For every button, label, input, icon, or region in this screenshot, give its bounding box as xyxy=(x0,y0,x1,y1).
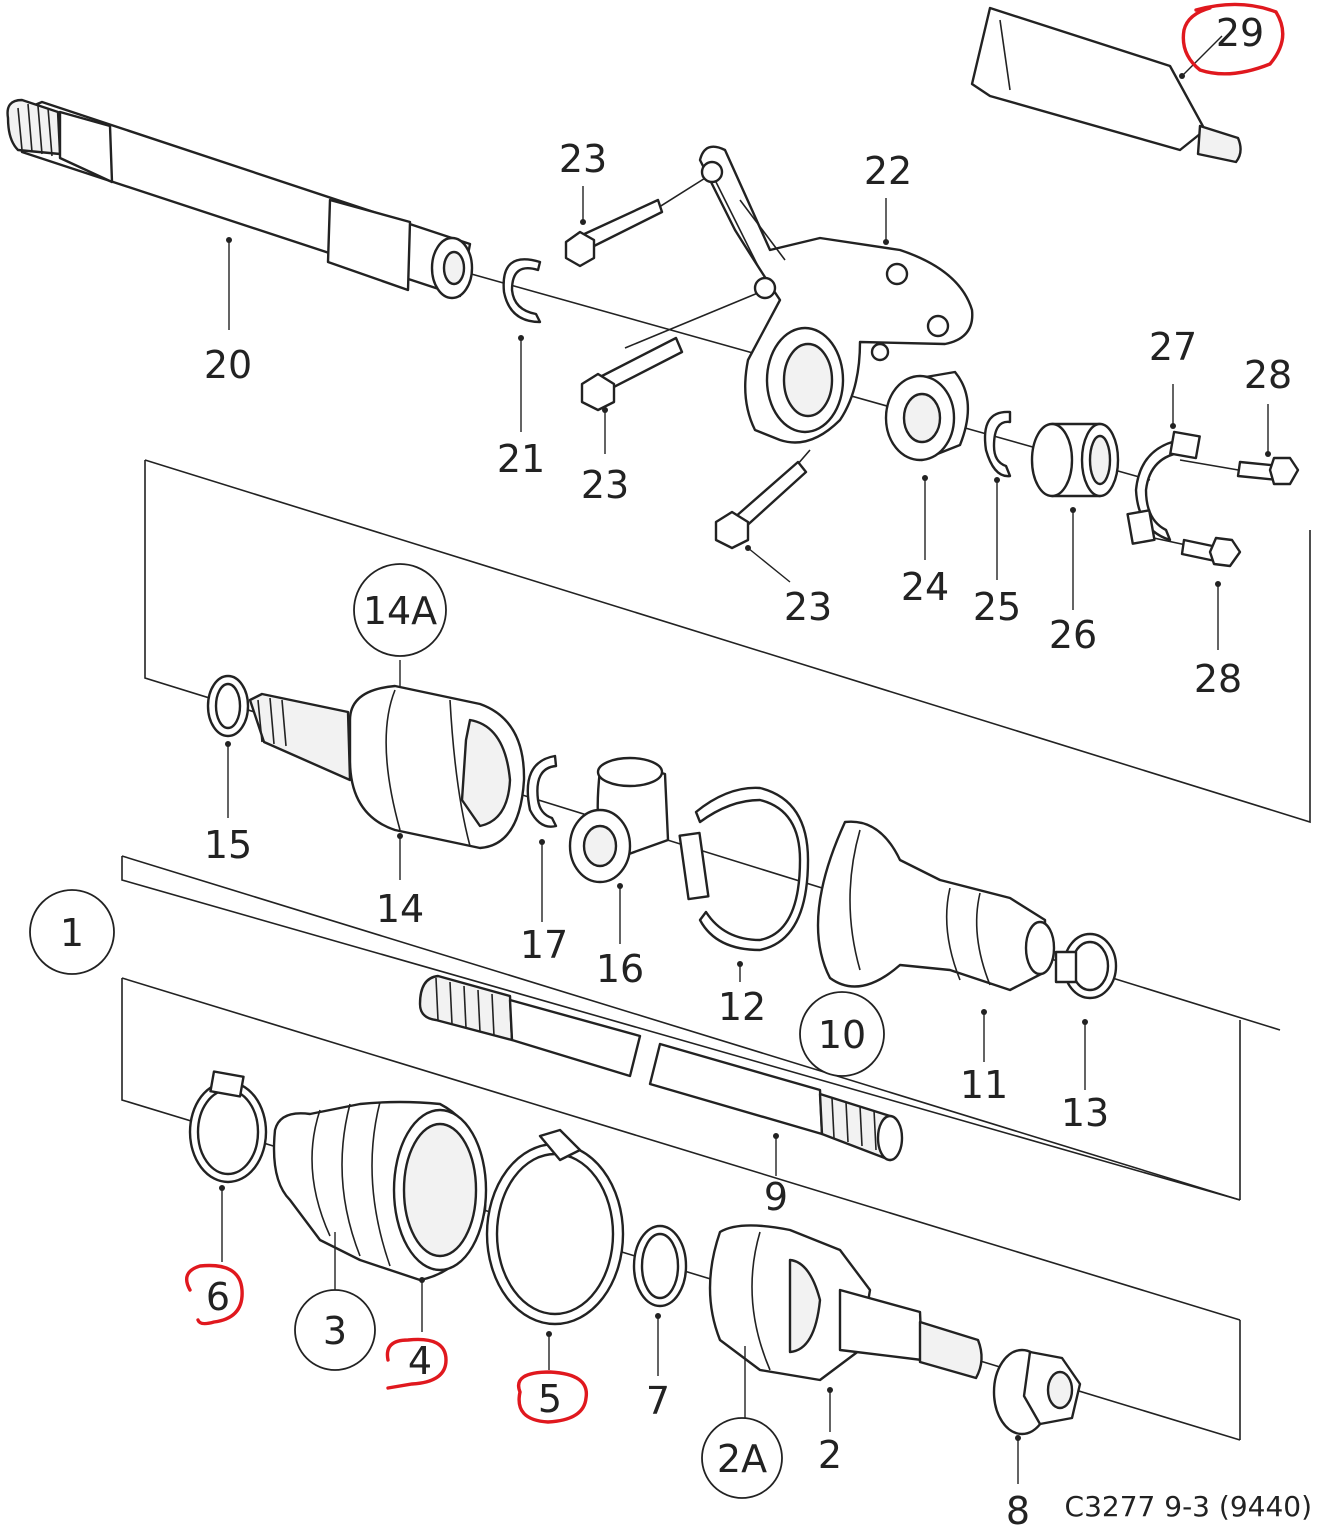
large-clamp-5 xyxy=(485,1128,625,1326)
callout-17: 17 xyxy=(520,923,568,967)
callout-20: 20 xyxy=(204,343,252,387)
circlip-17 xyxy=(526,754,558,828)
bolt-28-upper xyxy=(1236,456,1300,486)
callout-2: 2 xyxy=(818,1433,842,1477)
bolt-23-upper xyxy=(564,198,664,268)
circlip-7 xyxy=(632,1224,688,1308)
callout-24: 24 xyxy=(901,565,949,609)
small-clamp-13 xyxy=(1054,932,1118,1000)
callout-10: 10 xyxy=(818,1013,866,1057)
callout-21: 21 xyxy=(497,437,545,481)
leader-lines xyxy=(219,35,1271,1484)
bolt-23-middle xyxy=(580,336,684,412)
callout-15: 15 xyxy=(204,823,252,867)
outer-joint-2 xyxy=(708,1224,983,1382)
callout-8: 8 xyxy=(1006,1489,1030,1532)
small-clamp-6 xyxy=(188,1070,268,1184)
inner-joint-housing xyxy=(248,684,526,850)
callout-labels: 20 21 22 23 23 23 24 25 26 27 28 28 29 1… xyxy=(60,11,1292,1532)
callout-7: 7 xyxy=(646,1379,670,1423)
diagram-caption: C3277 9-3 (9440) xyxy=(1065,1490,1312,1523)
callout-23-lower: 23 xyxy=(784,585,832,629)
callout-28-lower: 28 xyxy=(1194,657,1242,701)
inner-boot-10 xyxy=(816,820,1056,992)
callout-23-top: 23 xyxy=(559,137,607,181)
clamp-27 xyxy=(1126,430,1201,545)
callout-11: 11 xyxy=(960,1063,1008,1107)
callout-27: 27 xyxy=(1149,325,1197,369)
callout-4: 4 xyxy=(408,1339,432,1383)
snap-ring-21 xyxy=(502,258,542,324)
callout-16: 16 xyxy=(596,947,644,991)
bolt-23-lower xyxy=(714,460,808,550)
large-clamp-12 xyxy=(678,786,810,952)
callout-6: 6 xyxy=(206,1275,230,1319)
bolt-28-lower xyxy=(1180,536,1242,568)
callout-29: 29 xyxy=(1216,11,1264,55)
snap-ring-25 xyxy=(983,410,1012,478)
tripod-16 xyxy=(568,756,670,884)
grease-tube xyxy=(970,6,1242,164)
callout-1: 1 xyxy=(60,911,84,955)
outer-boot-4 xyxy=(272,1100,488,1282)
callout-9: 9 xyxy=(764,1175,788,1219)
nut-8 xyxy=(992,1348,1082,1436)
bearing-bracket xyxy=(698,145,974,444)
callout-circles xyxy=(29,563,885,1499)
callout-13: 13 xyxy=(1061,1091,1109,1135)
callout-3: 3 xyxy=(323,1309,347,1353)
callout-2a: 2A xyxy=(717,1437,767,1481)
callout-28-upper: 28 xyxy=(1244,353,1292,397)
bearing-24 xyxy=(884,370,970,462)
intermediate-shaft xyxy=(6,98,474,300)
callout-14a: 14A xyxy=(363,589,437,633)
callout-23-middle: 23 xyxy=(581,463,629,507)
callout-12: 12 xyxy=(718,985,766,1029)
callout-25: 25 xyxy=(973,585,1021,629)
drive-shaft-frame xyxy=(121,855,1241,1441)
callout-5: 5 xyxy=(538,1377,562,1421)
drive-shaft-9 xyxy=(418,974,904,1162)
red-highlight-marks xyxy=(185,2,1285,1424)
callout-22: 22 xyxy=(864,149,912,193)
callout-14: 14 xyxy=(376,887,424,931)
sleeve-26 xyxy=(1030,422,1120,498)
callout-26: 26 xyxy=(1049,613,1097,657)
retaining-ring-15 xyxy=(206,674,250,738)
